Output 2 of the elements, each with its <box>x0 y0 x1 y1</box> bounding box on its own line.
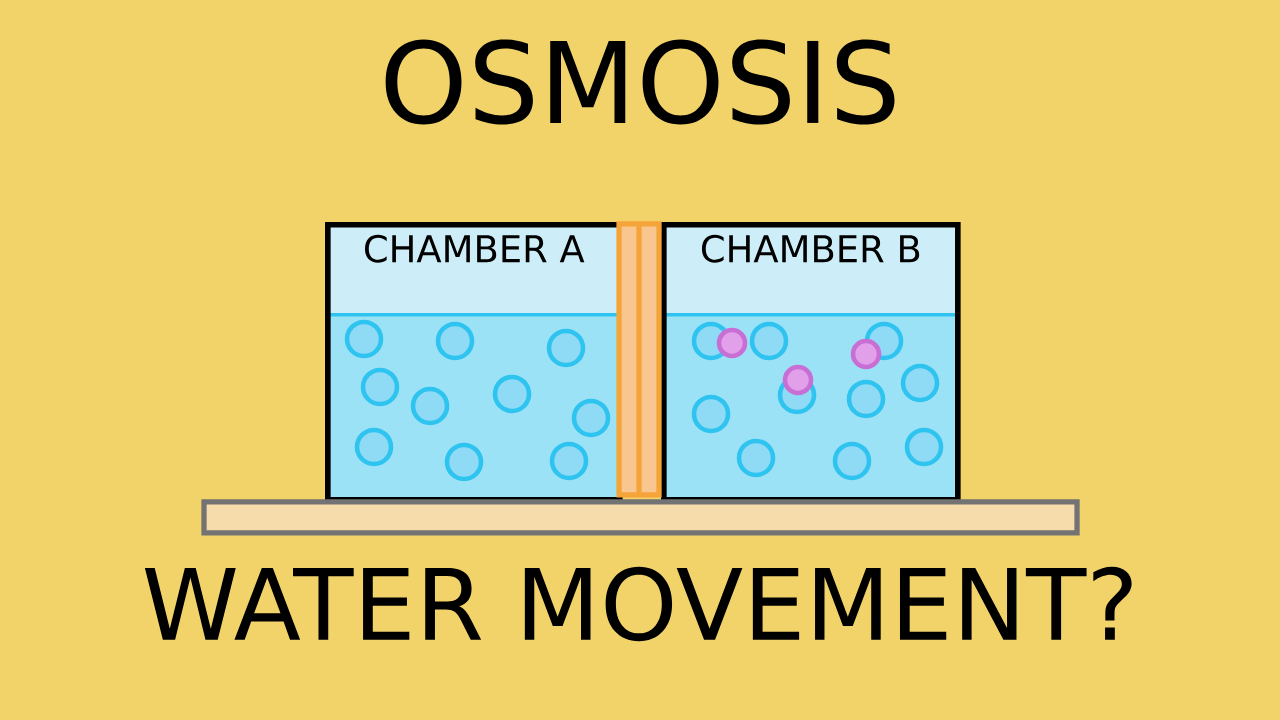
title: OSMOSIS <box>385 39 895 125</box>
caption: WATER MOVEMENT? <box>144 566 1132 642</box>
